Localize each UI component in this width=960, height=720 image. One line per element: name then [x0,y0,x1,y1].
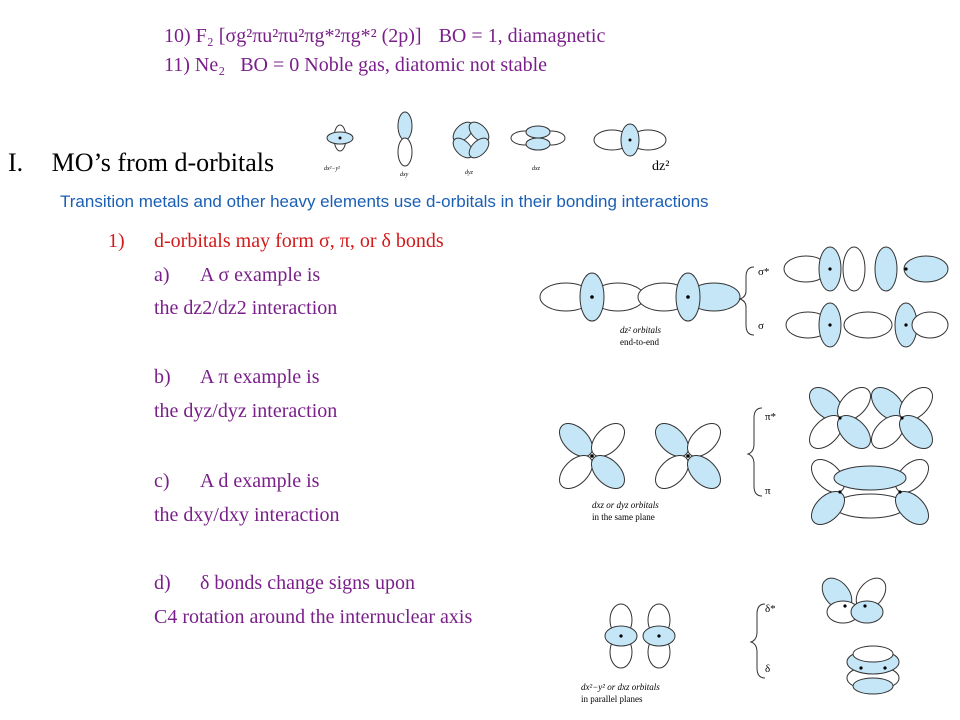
f2-note: BO = 1, diamagnetic [438,25,606,47]
delta-caption-1: dx²−y² or dxz orbitals [581,682,660,692]
section-intro: Transition metals and other heavy elemen… [60,192,709,211]
item-d-label: d) [154,572,171,594]
pi-caption-2: in the same plane [592,512,655,522]
item-1-number: 1) [108,230,125,252]
sigma-mo-icon [785,302,949,348]
item-c: c) A d example is [154,470,319,493]
dxz-orbital-left-icon [559,423,625,489]
orbital-dxz-icon: dxz [510,125,566,172]
delta-star-mo-icon [821,577,887,624]
delta-star-label: δ* [765,603,776,615]
f2-formula: F₂ [σg²πu²πu²πg*²πg*² (2p)] [195,25,422,47]
ne2-note: BO = 0 Noble gas, diatomic not stable [240,54,548,76]
item-a: a) A σ example is [154,264,320,287]
item-b-label: b) [154,366,171,388]
pi-star-label: π* [765,411,776,423]
item-a-label: a) [154,264,170,286]
sigma-star-mo-icon [783,246,949,292]
item-d-line2: C4 rotation around the internuclear axis [154,606,473,628]
ne2-line: 11) Ne₂ BO = 0 Noble gas, diatomic not s… [164,54,547,77]
delta-label: δ [765,663,770,675]
delta-mo-icon [846,645,900,695]
f2-line: 10) F₂ [σg²πu²πu²πg*²πg*² (2p)] BO = 1, … [164,25,605,48]
section-heading: I. MO’s from d-orbitals [8,148,274,178]
item-b: b) A π example is [154,366,320,389]
delta-diagram: dx²−y² or dxz orbitals in parallel plane… [581,577,900,704]
sigma-caption-1: dz² orbitals [620,325,661,335]
item-a-text: A σ example is [200,264,321,286]
item-d-text: δ bonds change signs upon [200,572,415,594]
ne2-formula: Ne₂ [194,54,226,76]
item-b-text: A π example is [200,366,320,388]
orbital-dz2-icon: dz² [593,123,669,174]
d-orbital-shapes: dx²−y² dxy dyz dxz dz² [324,111,669,178]
orbital-dx2-y2-icon: dx²−y² [324,124,354,172]
sigma-caption-2: end-to-end [620,337,659,347]
item-d: d) δ bonds change signs upon [154,572,415,595]
pi-diagram: dxz or dyz orbitals in the same plane π*… [559,387,933,525]
dx2-y2-orbital-right-icon [642,603,676,669]
item-b-line2: the dyz/dyz interaction [154,400,338,422]
ne2-number: 11) [164,54,190,76]
dz2-orbital-right-icon [637,272,741,322]
orbital-label-4: dxz [532,166,541,172]
item-c-line2: the dxy/dxy interaction [154,504,340,526]
orbital-dyz-icon: dyz [452,121,490,176]
sigma-star-label: σ* [758,266,769,278]
section-title: MO’s from d-orbitals [51,148,275,177]
dz2-orbital-left-icon [539,272,645,322]
orbital-label-2: dxy [400,172,409,178]
item-1: 1) d-orbitals may form σ, π, or δ bonds [108,230,444,253]
orbital-dxy-icon: dxy [397,111,413,178]
sigma-label: σ [758,320,764,332]
item-a-line2: the dz2/dz2 interaction [154,297,338,319]
orbital-label-3: dyz [465,170,474,176]
item-c-label: c) [154,470,170,492]
pi-star-mo-icon [809,387,933,449]
dx2-y2-orbital-left-icon [604,603,638,669]
orbital-label-5: dz² [652,159,669,174]
delta-caption-2: in parallel planes [581,694,643,704]
item-1-text: d-orbitals may form σ, π, or δ bonds [154,230,444,252]
section-roman: I. [8,148,24,177]
pi-label: π [765,485,771,497]
item-c-text: A d example is [200,470,320,492]
f2-number: 10) [164,25,191,47]
orbital-label-1: dx²−y² [324,166,340,172]
pi-caption-1: dxz or dyz orbitals [592,500,659,510]
pi-mo-icon [811,459,929,525]
dxz-orbital-right-icon [655,423,721,489]
sigma-diagram: dz² orbitals end-to-end σ* σ [539,246,949,348]
